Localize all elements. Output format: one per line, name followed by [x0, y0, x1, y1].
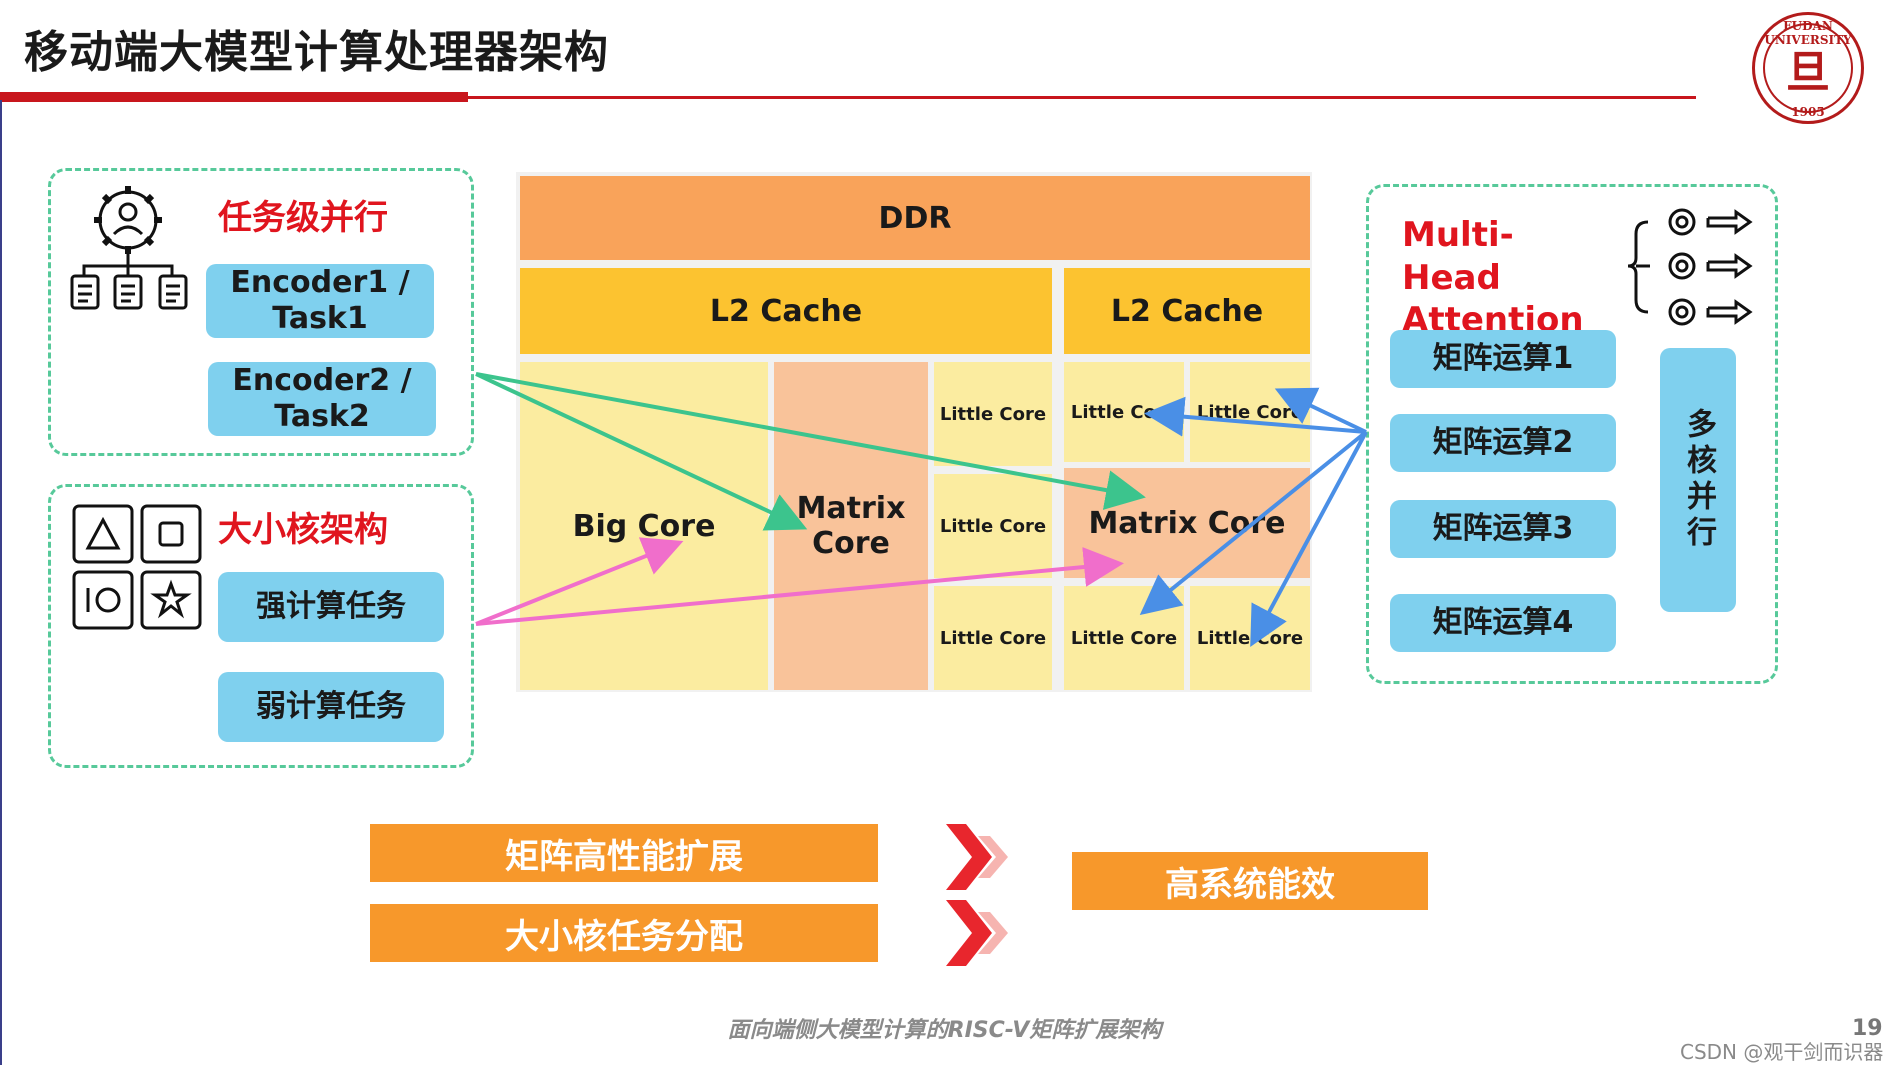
- weak-compute-task-box: 弱计算任务: [218, 672, 444, 742]
- mha-panel: [1366, 184, 1778, 684]
- fudan-logo: FUDAN UNIVERSITY 旦 1905: [1752, 12, 1864, 124]
- matrix-op-3-box: 矩阵运算3: [1390, 500, 1616, 558]
- l2-cache-left: L2 Cache: [520, 268, 1052, 354]
- logo-glyph: 旦: [1786, 47, 1830, 98]
- multicore-parallel-box: 多核并行: [1660, 348, 1736, 612]
- square-icon: [140, 504, 202, 564]
- encoder2-task2-box: Encoder2 / Task2: [208, 362, 436, 436]
- matrix-op-2-box: 矩阵运算2: [1390, 414, 1616, 472]
- gear-branches-icon: [1627, 208, 1753, 326]
- matrix-op-1-box: 矩阵运算1: [1390, 330, 1616, 388]
- gear-user-documents-icon: [70, 186, 188, 310]
- watermark: CSDN @观干剑而识器: [1680, 1040, 1884, 1064]
- double-chevron-icon: [946, 900, 1008, 966]
- double-chevron-icon: [946, 824, 1008, 890]
- mha-heading: Multi-Head Attention: [1402, 215, 1584, 340]
- shape-icon-grid: [72, 504, 202, 630]
- little-core: Little Core: [934, 362, 1052, 466]
- arrow-strong-to-big-core: [475, 537, 684, 626]
- task-allocation-bar: 大小核任务分配: [370, 904, 878, 962]
- system-efficiency-bar: 高系统能效: [1072, 852, 1428, 910]
- little-core: Little Core: [1190, 586, 1310, 690]
- left-edge-rule: [0, 100, 2, 1065]
- l2-cache-right: L2 Cache: [1064, 268, 1310, 354]
- strong-compute-task-box: 强计算任务: [218, 572, 444, 642]
- arrow-mha-to-little-1: [1144, 396, 1367, 437]
- big-little-panel: [48, 484, 474, 768]
- task-parallel-heading: 任务级并行: [218, 198, 388, 238]
- arrow-mha-to-little-3: [1139, 430, 1368, 616]
- task-parallel-panel: [48, 168, 474, 456]
- slide-caption: 面向端侧大模型计算的RISC-V矩阵扩展架构: [727, 1018, 1162, 1043]
- matrix-op-4-box: 矩阵运算4: [1390, 594, 1616, 652]
- little-core: Little Core: [934, 586, 1052, 690]
- page-title: 移动端大模型计算处理器架构: [24, 27, 609, 78]
- big-core: Big Core: [520, 362, 768, 690]
- page-number: 19: [1852, 1016, 1883, 1041]
- arrow-task-to-matrix-left: [475, 372, 808, 531]
- header-red-bar: [0, 92, 468, 102]
- matrix-extension-bar: 矩阵高性能扩展: [370, 824, 878, 882]
- triangle-icon: [72, 504, 134, 564]
- header-red-line: [468, 96, 1696, 99]
- logo-year: 1905: [1791, 105, 1825, 119]
- star-icon: [140, 570, 202, 630]
- big-little-heading: 大小核架构: [218, 510, 388, 550]
- arrow-strong-to-matrix-right: [475, 547, 1124, 626]
- little-core: Little Core: [934, 474, 1052, 578]
- logo-arc-text: FUDAN UNIVERSITY: [1764, 19, 1852, 47]
- io-icon: [72, 570, 134, 630]
- arrow-mha-to-little-4: [1250, 431, 1368, 648]
- arrow-mha-to-little-2: [1274, 387, 1367, 434]
- encoder1-task1-box: Encoder1 / Task1: [206, 264, 434, 338]
- arrow-task-to-matrix-right: [475, 372, 1146, 510]
- ddr-block: DDR: [520, 176, 1310, 260]
